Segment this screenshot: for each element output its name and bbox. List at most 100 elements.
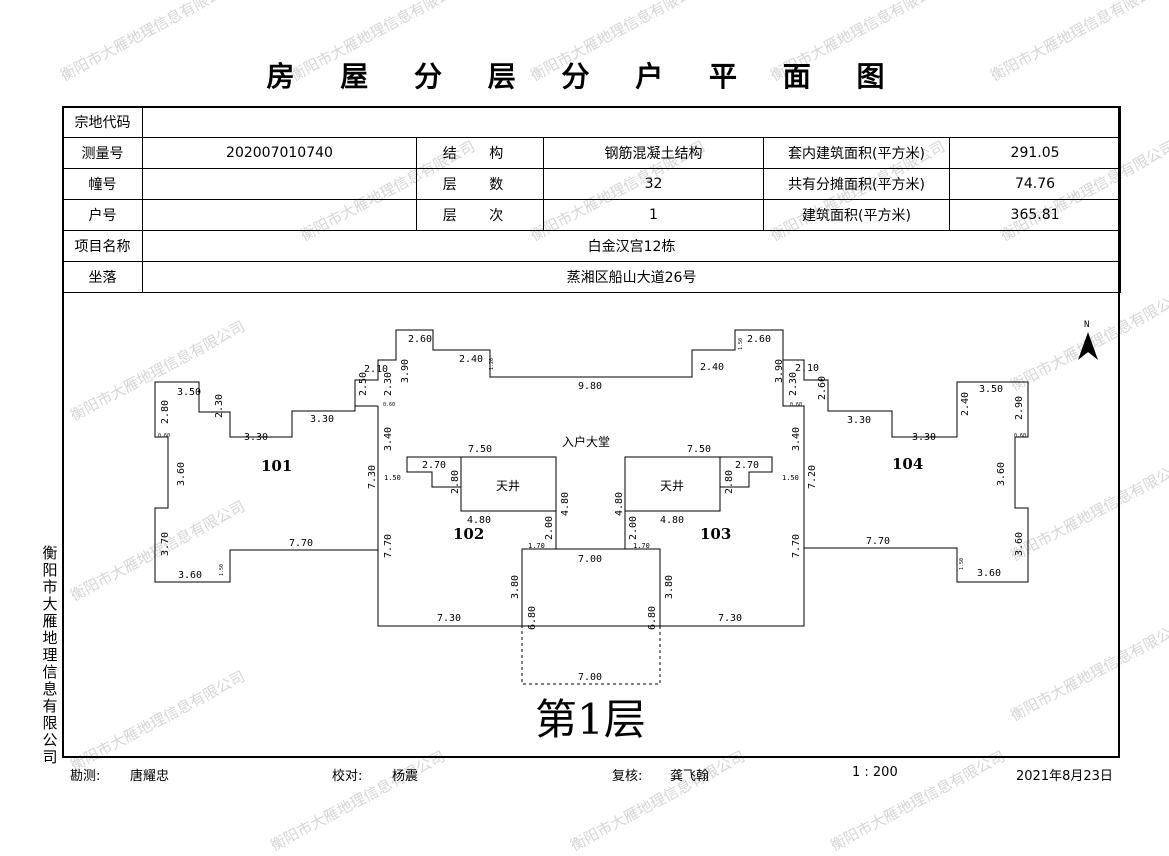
scale-text: 1 : 200	[852, 765, 898, 780]
dim-label: 0.60	[158, 433, 170, 439]
dim-label: 3.30	[310, 414, 334, 425]
checker-name: 杨震	[392, 769, 419, 784]
dim-label: 2.40	[960, 392, 971, 416]
dim-label: 2.50	[358, 372, 369, 396]
table-row: 幢号 层 数 32 共有分摊面积(平方米) 74.76	[62, 168, 1122, 200]
table-row: 坐落 蒸湘区船山大道26号	[62, 261, 1122, 293]
structure-value: 钢筋混凝土结构	[543, 137, 764, 169]
dim-label: 1.50	[219, 564, 225, 576]
dim-label: 1.50	[959, 558, 965, 570]
dim-label: 3.80	[664, 575, 675, 599]
lobby-label: 入户大堂	[562, 434, 610, 449]
dim-label: 7.30	[437, 613, 461, 624]
table-row: 测量号 202007010740 结 构 钢筋混凝土结构 套内建筑面积(平方米)…	[62, 137, 1122, 169]
dim-label: 0.60	[1014, 433, 1026, 439]
dim-label: 7.50	[468, 444, 492, 455]
shared-area-value: 74.76	[948, 168, 1122, 200]
project-label: 项目名称	[62, 230, 143, 262]
dim-label: 1.70	[528, 542, 545, 550]
location-value: 蒸湘区船山大道26号	[141, 261, 1122, 293]
property-info-table: 宗地代码 测量号 202007010740 结 构 钢筋混凝土结构 套内建筑面积…	[62, 106, 1122, 293]
dim-label: 1.50	[782, 474, 799, 482]
dim-label: 3.40	[383, 427, 394, 451]
dim-label: 4.80	[560, 492, 571, 516]
dim-label: 7.20	[807, 465, 818, 489]
drawing-frame	[62, 106, 1120, 758]
plan-outline	[154, 329, 1029, 627]
dim-label: 2.10	[795, 363, 819, 374]
page-title: 房 屋 分 层 分 户 平 面 图	[266, 60, 903, 93]
dim-label: 6.80	[527, 606, 538, 630]
dim-label: 2.70	[735, 460, 759, 471]
checker-label: 校对:	[332, 769, 363, 784]
building-no-value	[142, 168, 417, 200]
unit-no-label: 户号	[62, 199, 143, 231]
dim-label: 4.80	[614, 492, 625, 516]
project-value: 白金汉宫12栋	[141, 230, 1122, 262]
dim-label: 7.70	[791, 534, 802, 558]
dim-label: 7.30	[718, 613, 742, 624]
dim-label: 2.00	[628, 516, 639, 540]
dim-label: 3.60	[178, 570, 202, 581]
dim-label: 2.30	[214, 394, 225, 418]
surveyor-name: 唐耀忠	[130, 769, 170, 784]
watermark: 衡阳市大雁地理信息有限公司	[567, 747, 749, 855]
dim-label: 2.80	[160, 400, 171, 424]
dim-label: 7.70	[866, 536, 890, 547]
dim-label: 3.50	[979, 384, 1003, 395]
courtyard-label-left: 天井	[496, 479, 520, 493]
dim-label: 2.80	[450, 470, 461, 494]
balcony-outline	[521, 625, 661, 685]
reviewer-label: 复核:	[612, 769, 643, 784]
unit-label-103: 103	[700, 525, 731, 543]
dim-label: 1.20	[489, 358, 495, 370]
dim-label: 3.60	[996, 462, 1007, 486]
dim-label: 4.80	[660, 515, 684, 526]
dim-label: 2.40	[700, 362, 724, 373]
unit-label-104: 104	[892, 455, 923, 473]
dim-label: 4.80	[467, 515, 491, 526]
watermark: 衡阳市大雁地理信息有限公司	[827, 747, 1009, 855]
dim-label: 2.30	[788, 372, 799, 396]
dim-label: 3.70	[160, 532, 171, 556]
unit-label-101: 101	[261, 457, 292, 475]
dim-label: 2.60	[747, 334, 771, 345]
dim-label: 7.70	[289, 538, 313, 549]
dim-label: 0.60	[383, 402, 395, 408]
north-label: N	[1084, 320, 1089, 330]
dim-label: 3.80	[510, 575, 521, 599]
date-text: 2021年8月23日	[1016, 769, 1113, 784]
dim-label: 7.50	[687, 444, 711, 455]
floor-label: 第1层	[535, 695, 646, 744]
dim-label: 3.40	[791, 427, 802, 451]
dim-label: 9.80	[578, 381, 602, 392]
dim-label: 3.30	[912, 432, 936, 443]
dim-label: 3.30	[847, 415, 871, 426]
dim-label: 2.60	[817, 376, 828, 400]
side-company-text: 衡阳市大雁地理信息有限公司	[42, 544, 58, 766]
dim-label: 1.50	[738, 338, 744, 350]
dim-label: 2.70	[422, 460, 446, 471]
shared-area-label: 共有分摊面积(平方米)	[763, 168, 950, 200]
dim-label: 7.00	[578, 554, 602, 565]
dim-label: 1.50	[384, 474, 401, 482]
reviewer-name: 龚飞翰	[670, 769, 710, 784]
dim-label: 2.40	[459, 354, 483, 365]
dim-label: 2.10	[364, 364, 388, 375]
floor-plan: N 101 102 103 104 入户大堂 天井 天井 2.60 2.40 9…	[154, 320, 1098, 744]
dim-label: 3.90	[400, 359, 411, 383]
courtyard-label-right: 天井	[660, 479, 684, 493]
watermark: 衡阳市大雁地理信息有限公司	[267, 747, 449, 855]
dim-label: 0.60	[790, 402, 802, 408]
zongdi-label: 宗地代码	[62, 106, 143, 138]
dim-label: 3.60	[977, 568, 1001, 579]
dim-label: 3.60	[176, 462, 187, 486]
dim-label: 1.70	[633, 542, 650, 550]
dim-label: 7.00	[578, 672, 602, 683]
survey-no-value: 202007010740	[142, 137, 417, 169]
dim-label: 7.30	[367, 465, 378, 489]
dim-label: 2.00	[544, 516, 555, 540]
dim-label: 3.30	[244, 432, 268, 443]
dim-label: 3.90	[774, 359, 785, 383]
north-arrow-icon	[1078, 332, 1098, 360]
